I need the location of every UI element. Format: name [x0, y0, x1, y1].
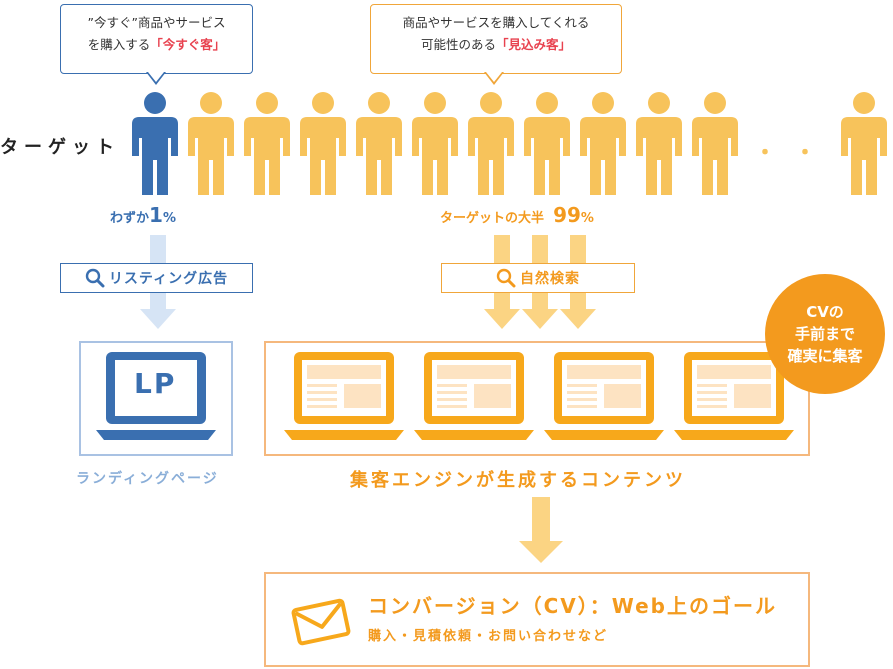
cv-badge-line1: CVの [806, 303, 844, 321]
bubble-prospect-line1: 商品やサービスを購入してくれる [402, 15, 590, 30]
conversion-title: コンバージョン（CV）：Web上のゴール [368, 594, 777, 618]
envelope-icon [291, 598, 351, 646]
listing-ad-label: リスティング広告 [108, 271, 229, 287]
cv-badge: CVの 手前まで 確実に集客 [765, 274, 885, 394]
laptop-icon-lp [96, 352, 216, 440]
target-label: ターゲット [0, 137, 120, 158]
person-icon [188, 92, 234, 195]
stat-now-prefix: わずか [110, 211, 150, 226]
organic-search-label: 自然検索 [520, 271, 580, 287]
bubble-now-tail [146, 72, 166, 85]
conversion-subtitle: 購入・見積依頼・お問い合わせなど [368, 629, 609, 644]
person-icon [356, 92, 402, 195]
person-icon [244, 92, 290, 195]
ellipsis: ・・・ [754, 141, 875, 166]
lp-screen-text: LP [134, 367, 177, 400]
laptop-icon [284, 352, 404, 440]
cv-badge-line3: 確実に集客 [787, 347, 863, 365]
bubble-now-line1: ”今すぐ”商品やサービス [87, 15, 226, 30]
search-icon [496, 268, 516, 288]
bubble-prospect: 商品やサービスを購入してくれる 可能性のある「見込み客」 [370, 4, 622, 74]
person-icon [636, 92, 682, 195]
person-icon-now [132, 92, 178, 195]
stat-prospect-prefix: ターゲットの大半 [440, 211, 545, 226]
person-icon [412, 92, 458, 195]
stat-now-value: 1 [149, 203, 163, 227]
person-icon [524, 92, 570, 195]
contents-caption: 集客エンジンが生成するコンテンツ [350, 470, 686, 491]
person-icon [468, 92, 514, 195]
bubble-prospect-emphasis: 「見込み客」 [496, 37, 572, 52]
bubble-now-customer: ”今すぐ”商品やサービス を購入する「今すぐ客」 [60, 4, 253, 74]
conversion-frame [264, 572, 810, 667]
bubble-prospect-line2-prefix: 可能性のある [420, 37, 496, 52]
bubble-now-emphasis: 「今すぐ客」 [150, 37, 226, 52]
bubble-prospect-line2: 可能性のある「見込み客」 [371, 34, 621, 56]
listing-ad-box: リスティング広告 [60, 263, 253, 293]
laptop-icon [414, 352, 534, 440]
content-laptops [284, 352, 794, 440]
arrow-down-icon-conversion [519, 497, 563, 563]
bubble-now-line2-prefix: を購入する [87, 37, 151, 52]
stat-prospect-value: 99 [553, 203, 581, 227]
person-icon [692, 92, 738, 195]
person-icon [580, 92, 626, 195]
person-icon [300, 92, 346, 195]
stat-now: わずか1% [110, 203, 176, 227]
cv-badge-line2: 手前まで [794, 325, 855, 343]
bubble-prospect-tail [484, 72, 504, 85]
stat-prospect: ターゲットの大半 99% [440, 203, 594, 227]
landing-page-caption: ランディングページ [76, 471, 219, 487]
bubble-now-line2: を購入する「今すぐ客」 [61, 34, 252, 56]
search-icon [85, 268, 105, 288]
organic-search-box: 自然検索 [441, 263, 635, 293]
laptop-icon [544, 352, 664, 440]
stat-prospect-unit: % [580, 211, 594, 226]
stat-now-unit: % [162, 211, 176, 226]
